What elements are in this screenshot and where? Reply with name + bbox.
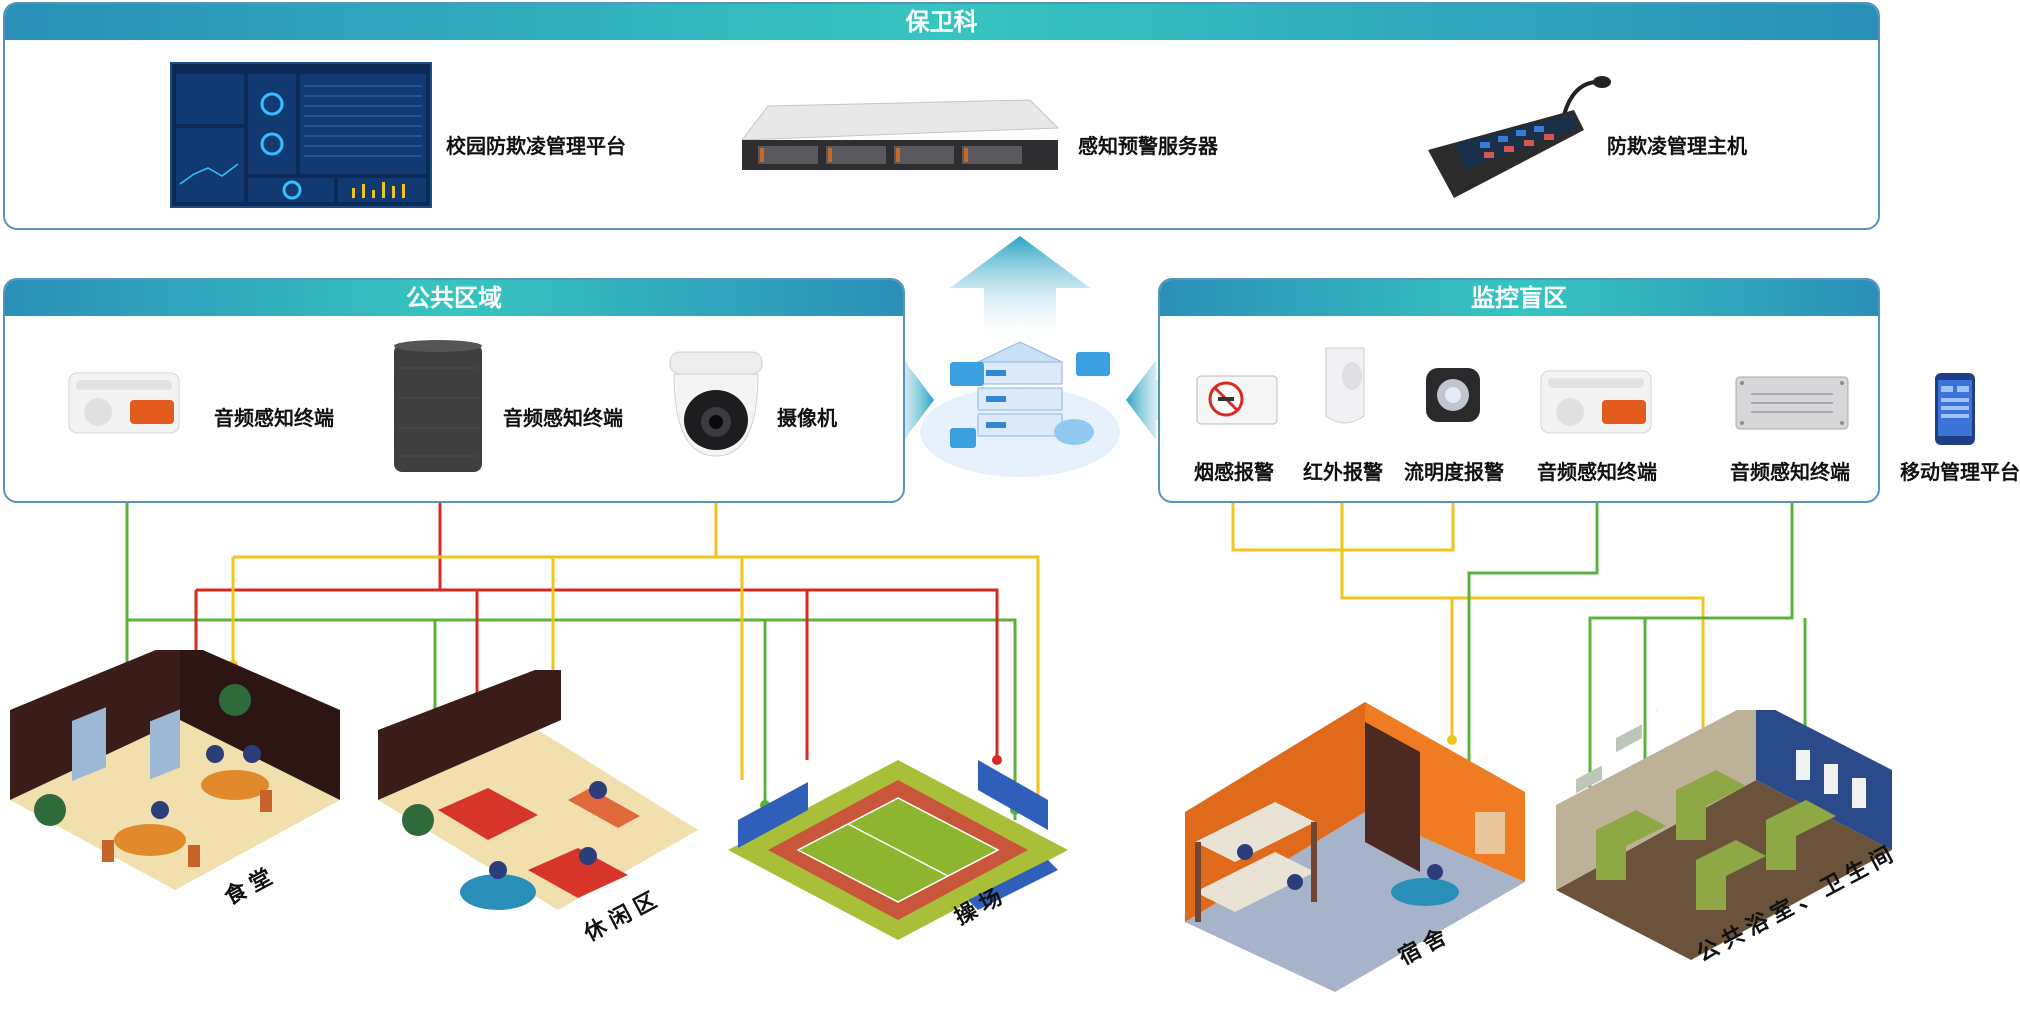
camera-label: 摄像机	[777, 406, 837, 430]
wall-audio-terminal-icon	[1735, 376, 1849, 430]
public-audio-label-1: 音频感知终端	[214, 406, 334, 430]
infrared-alarm-label: 红外报警	[1303, 460, 1383, 484]
luminance-alarm-label: 流明度报警	[1404, 460, 1504, 484]
blind-green-wire	[1467, 488, 1807, 838]
canteen-scene	[10, 640, 340, 940]
security-panel-title: 保卫科	[5, 4, 1878, 40]
blind-audio-label-2: 音频感知终端	[1730, 460, 1850, 484]
host-image	[1424, 70, 1614, 200]
yellow-wire	[231, 460, 1040, 810]
dormitory-scene	[1185, 682, 1525, 992]
public-area-panel-title: 公共区域	[5, 280, 903, 316]
host-label: 防欺凌管理主机	[1607, 134, 1747, 158]
public-audio-label-2: 音频感知终端	[503, 406, 623, 430]
mobile-platform-label: 移动管理平台	[1900, 460, 2020, 484]
smoke-alarm-label: 烟感报警	[1194, 460, 1274, 484]
dome-camera-icon	[666, 350, 766, 458]
leisure-scene	[378, 660, 698, 930]
blind-audio-terminal-icon	[1540, 370, 1652, 434]
audio-terminal-icon	[68, 372, 180, 434]
green-wire	[125, 440, 1017, 820]
server-image	[738, 98, 1060, 178]
dashboard-image	[170, 62, 432, 208]
server-label: 感知预警服务器	[1078, 134, 1218, 158]
central-hub-icon	[880, 232, 1160, 492]
mobile-phone-icon	[1934, 372, 1976, 446]
blind-yellow-wire	[1231, 488, 1705, 752]
platform-label: 校园防欺凌管理平台	[446, 134, 626, 158]
red-wire	[194, 470, 999, 760]
playground-scene	[728, 730, 1068, 945]
infrared-sensor-icon	[1320, 344, 1370, 432]
blind-area-panel-title: 监控盲区	[1160, 280, 1878, 316]
luminance-sensor-icon	[1424, 366, 1482, 424]
blind-audio-label-1: 音频感知终端	[1537, 460, 1657, 484]
speaker-terminal-icon	[392, 338, 484, 474]
smoke-alarm-icon	[1196, 375, 1278, 425]
bathroom-scene	[1556, 683, 1892, 960]
